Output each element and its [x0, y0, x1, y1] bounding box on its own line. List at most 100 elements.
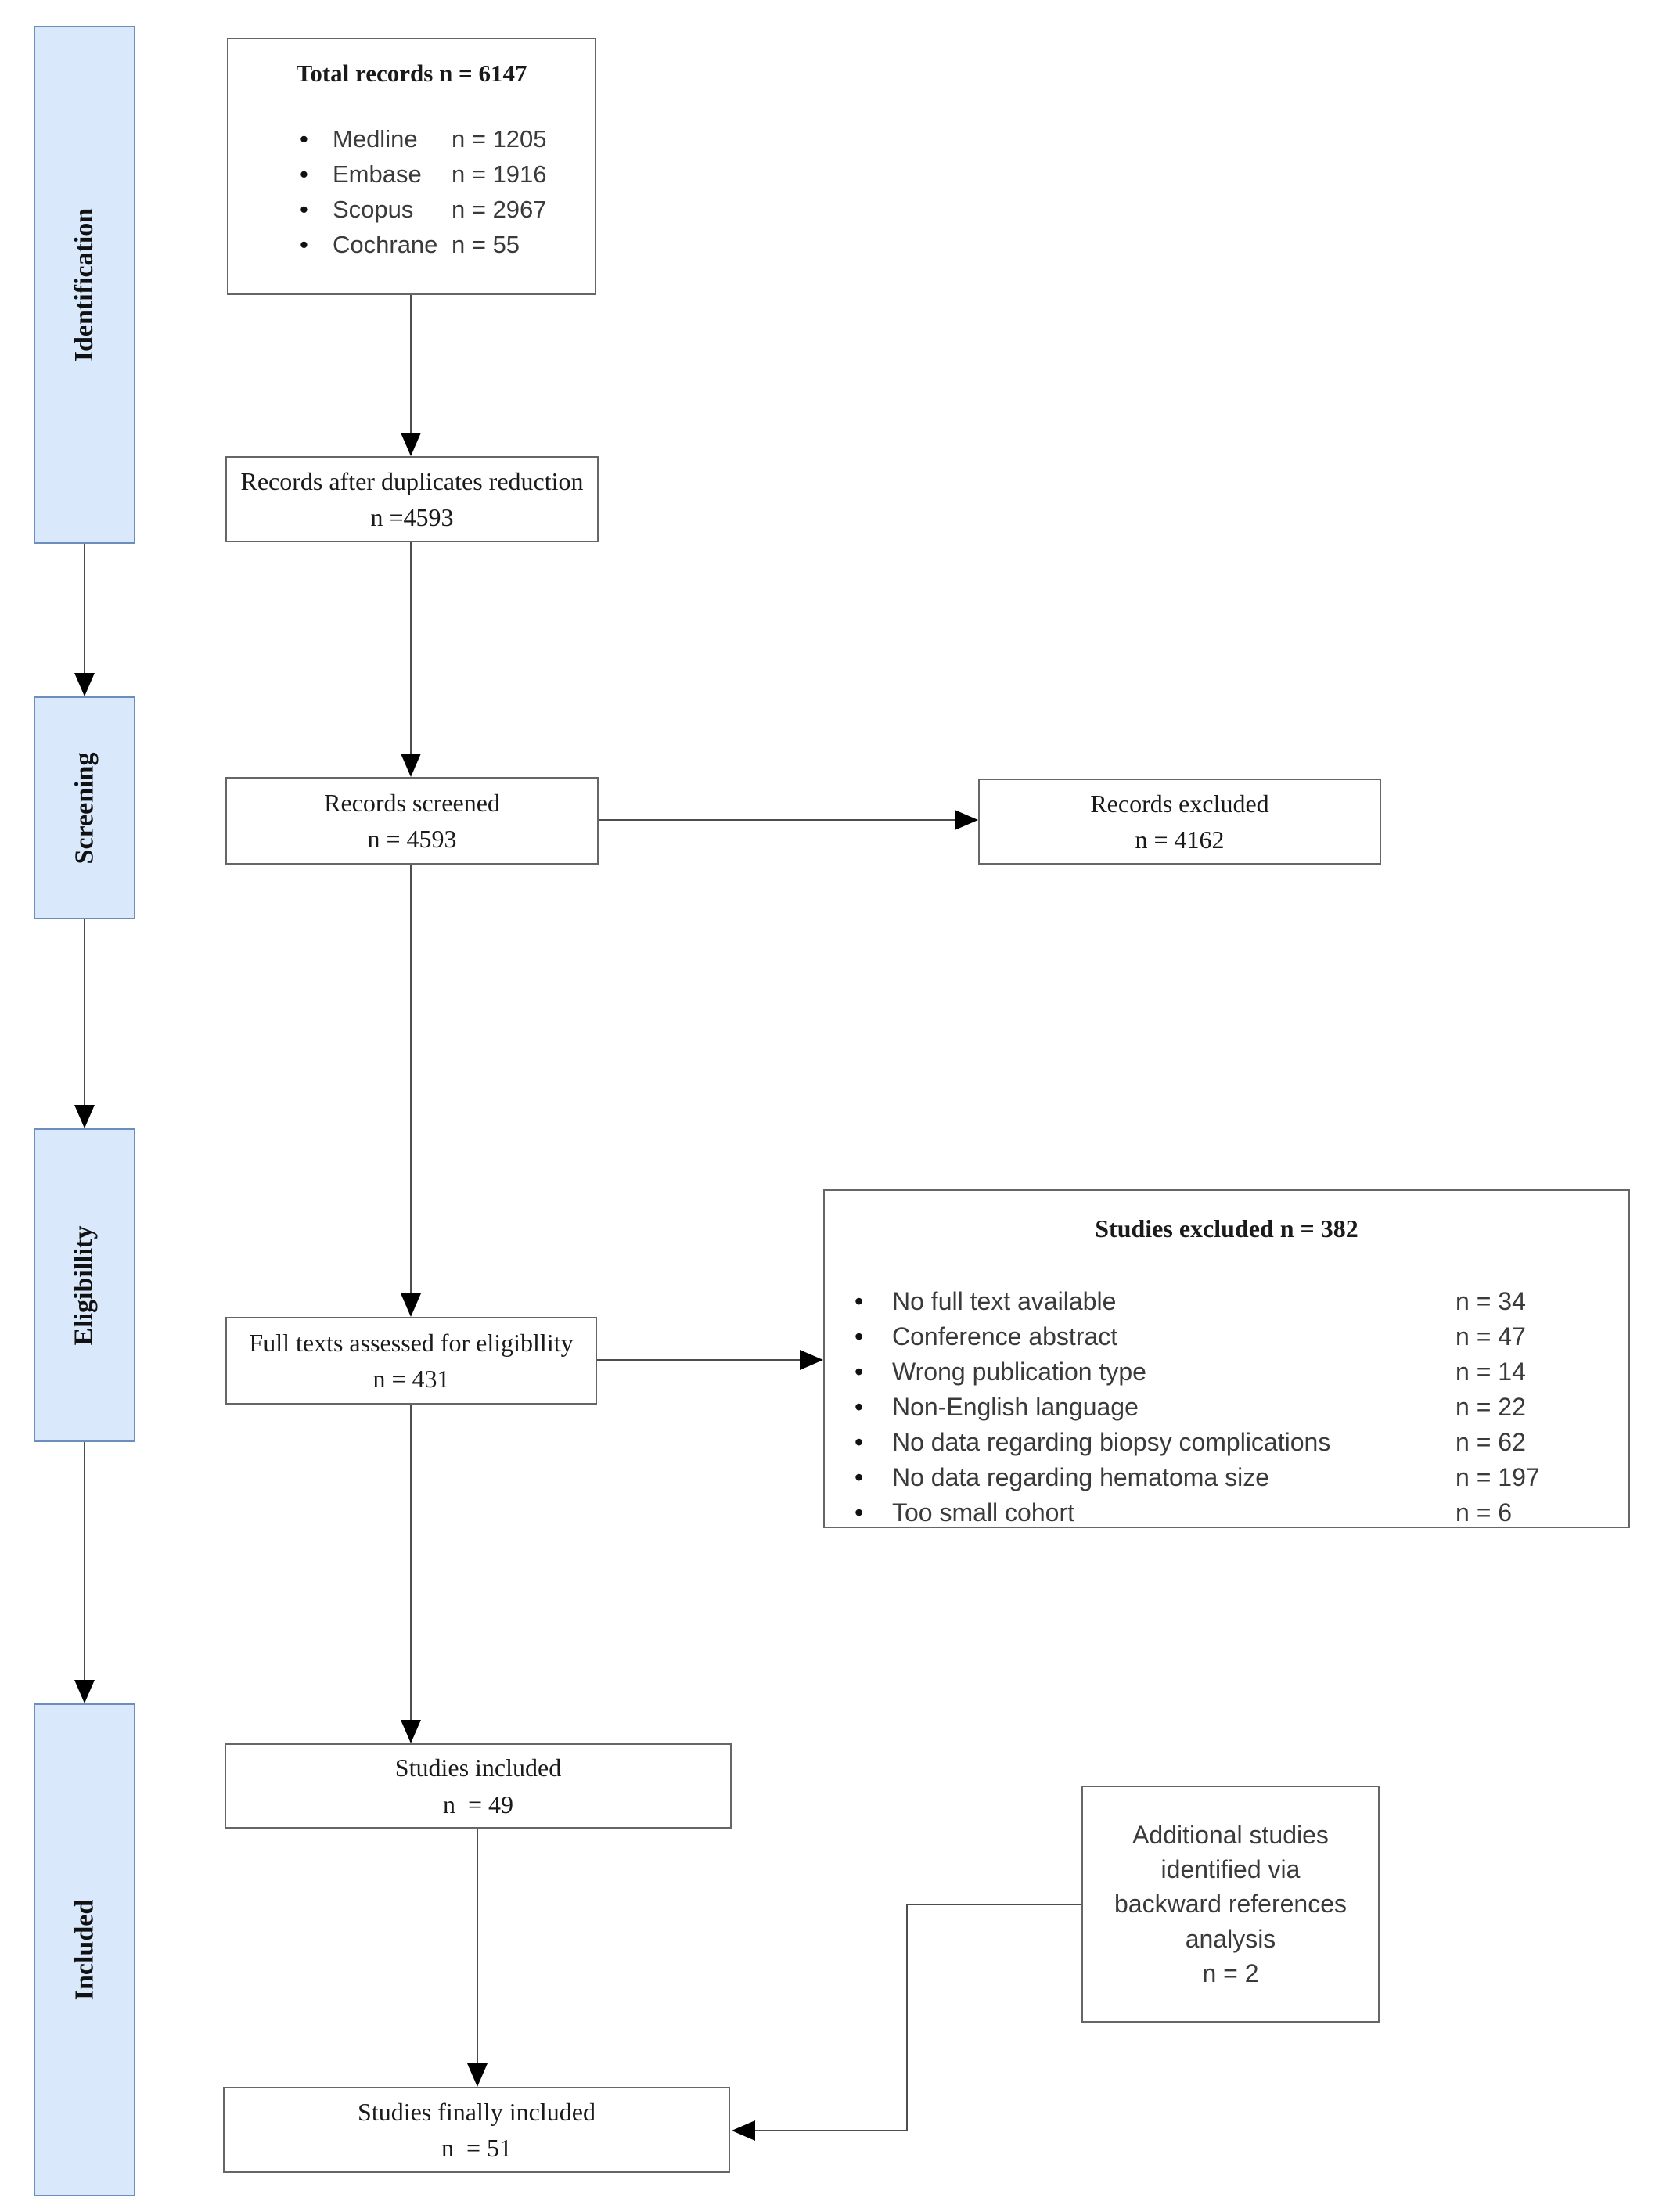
- flow-box-studies-finally-included: Studies finally included n = 51: [223, 2087, 730, 2173]
- flow-box-studies-included: Studies included n = 49: [225, 1743, 732, 1829]
- exclusion-count: n = 197: [1456, 1463, 1540, 1491]
- screened-line2: n = 4593: [367, 825, 457, 853]
- full-texts-line2: n = 431: [372, 1365, 450, 1393]
- arrow-full-texts-to-studies-excluded: [597, 1359, 800, 1361]
- source-name: Medline: [333, 125, 418, 153]
- arrow-studies-included-to-final: [477, 1829, 478, 2065]
- list-item: • Embase n = 1916: [300, 160, 595, 196]
- arrow-additional-to-final-segment-bottom: [755, 2130, 906, 2131]
- exclusion-count: n = 34: [1456, 1287, 1526, 1315]
- exclusion-reason: No data regarding hematoma size: [892, 1463, 1270, 1491]
- final-line1: Studies finally included: [358, 2097, 596, 2126]
- total-records-source-list: • Medline n = 1205 • Embase n = 1916 • S…: [300, 125, 595, 266]
- arrowhead-down-icon: [74, 1680, 95, 1703]
- flow-box-full-texts-assessed: Full texts assessed for eligibllity n = …: [225, 1317, 597, 1405]
- arrow-screened-to-records-excluded: [599, 819, 956, 821]
- stage-screening-label: Screening: [70, 752, 99, 864]
- studies-excluded-reason-list: • No full text available n = 34 • Confer…: [825, 1287, 1628, 1534]
- screened-line1: Records screened: [324, 788, 500, 817]
- list-item: • Scopus n = 2967: [300, 196, 595, 231]
- duplicates-line2: n =4593: [370, 503, 454, 531]
- arrowhead-down-icon: [401, 1293, 421, 1317]
- source-count: n = 2967: [452, 196, 547, 223]
- list-item: • Wrong publication type n = 14: [855, 1358, 1592, 1393]
- bullet-icon: •: [855, 1287, 864, 1315]
- arrowhead-down-icon: [401, 433, 421, 456]
- list-item: • Medline n = 1205: [300, 125, 595, 160]
- studies-included-line1: Studies included: [394, 1753, 562, 1782]
- source-count: n = 55: [452, 231, 520, 258]
- bullet-icon: •: [855, 1463, 864, 1491]
- arrow-additional-to-final-segment-vertical: [906, 1904, 908, 2131]
- stage-eligibility-label: Eligibillity: [70, 1225, 99, 1346]
- exclusion-reason: No full text available: [892, 1287, 1117, 1315]
- flow-box-studies-excluded: Studies excluded n = 382 • No full text …: [823, 1189, 1630, 1528]
- stage-screening: Screening: [34, 696, 135, 919]
- arrowhead-down-icon: [467, 2063, 488, 2087]
- exclusion-count: n = 6: [1456, 1498, 1513, 1527]
- arrowhead-down-icon: [401, 1720, 421, 1743]
- exclusion-count: n = 47: [1456, 1322, 1526, 1351]
- exclusion-count: n = 14: [1456, 1358, 1526, 1386]
- arrow-total-to-duplicates: [410, 295, 412, 434]
- arrow-screening-to-eligibility: [84, 919, 85, 1105]
- exclusion-reason: Non-English language: [892, 1393, 1139, 1421]
- bullet-icon: •: [855, 1498, 864, 1527]
- bullet-icon: •: [300, 196, 308, 223]
- flow-box-additional-studies: Additional studies identified via backwa…: [1081, 1786, 1380, 2023]
- additional-studies-text: Additional studies identified via backwa…: [1114, 1821, 1348, 1987]
- list-item: • Non-English language n = 22: [855, 1393, 1592, 1428]
- exclusion-reason: Too small cohort: [892, 1498, 1074, 1527]
- studies-excluded-title: Studies excluded n = 382: [1095, 1214, 1358, 1243]
- source-count: n = 1205: [452, 125, 547, 153]
- flow-box-records-excluded: Records excluded n = 4162: [978, 779, 1381, 865]
- arrow-full-texts-to-studies-included: [410, 1405, 412, 1721]
- list-item: • Cochrane n = 55: [300, 231, 595, 266]
- bullet-icon: •: [855, 1393, 864, 1421]
- full-texts-line1: Full texts assessed for eligibllity: [249, 1328, 574, 1357]
- arrowhead-right-icon: [800, 1350, 823, 1370]
- source-name: Cochrane: [333, 231, 438, 258]
- flow-box-total-records: Total records n = 6147 • Medline n = 120…: [227, 38, 596, 295]
- list-item: • No data regarding hematoma size n = 19…: [855, 1463, 1592, 1498]
- records-excluded-line1: Records excluded: [1090, 789, 1269, 818]
- list-item: • No full text available n = 34: [855, 1287, 1592, 1322]
- arrowhead-down-icon: [401, 754, 421, 777]
- arrowhead-right-icon: [955, 810, 978, 830]
- exclusion-count: n = 22: [1456, 1393, 1526, 1421]
- stage-included-label: Included: [70, 1899, 99, 2001]
- arrow-eligibility-to-included: [84, 1442, 85, 1680]
- exclusion-reason: No data regarding biopsy complications: [892, 1428, 1331, 1456]
- final-line2: n = 51: [441, 2134, 513, 2162]
- duplicates-line1: Records after duplicates reduction: [240, 466, 584, 495]
- list-item: • Conference abstract n = 47: [855, 1322, 1592, 1358]
- list-item: • No data regarding biopsy complications…: [855, 1428, 1592, 1463]
- flow-box-records-screened: Records screened n = 4593: [225, 777, 599, 865]
- arrow-screened-to-full-texts: [410, 865, 412, 1295]
- exclusion-reason: Wrong publication type: [892, 1358, 1146, 1386]
- records-excluded-line2: n = 4162: [1135, 825, 1225, 854]
- source-name: Embase: [333, 160, 422, 188]
- bullet-icon: •: [855, 1358, 864, 1386]
- arrow-duplicates-to-screened: [410, 542, 412, 755]
- stage-included: Included: [34, 1703, 135, 2196]
- bullet-icon: •: [300, 231, 308, 258]
- arrowhead-down-icon: [74, 1105, 95, 1128]
- studies-included-line2: n = 49: [442, 1789, 514, 1818]
- total-records-title: Total records n = 6147: [296, 59, 527, 87]
- stage-identification-label: Identification: [70, 207, 99, 362]
- arrowhead-down-icon: [74, 673, 95, 696]
- arrow-additional-to-final-segment-top: [906, 1904, 1081, 1905]
- stage-eligibility: Eligibillity: [34, 1128, 135, 1442]
- source-count: n = 1916: [452, 160, 547, 188]
- bullet-icon: •: [855, 1322, 864, 1351]
- arrowhead-left-icon: [732, 2120, 755, 2141]
- bullet-icon: •: [300, 160, 308, 188]
- flow-box-duplicates-reduction: Records after duplicates reduction n =45…: [225, 456, 599, 542]
- exclusion-count: n = 62: [1456, 1428, 1526, 1456]
- source-name: Scopus: [333, 196, 414, 223]
- bullet-icon: •: [855, 1428, 864, 1456]
- list-item: • Too small cohort n = 6: [855, 1498, 1592, 1534]
- bullet-icon: •: [300, 125, 308, 153]
